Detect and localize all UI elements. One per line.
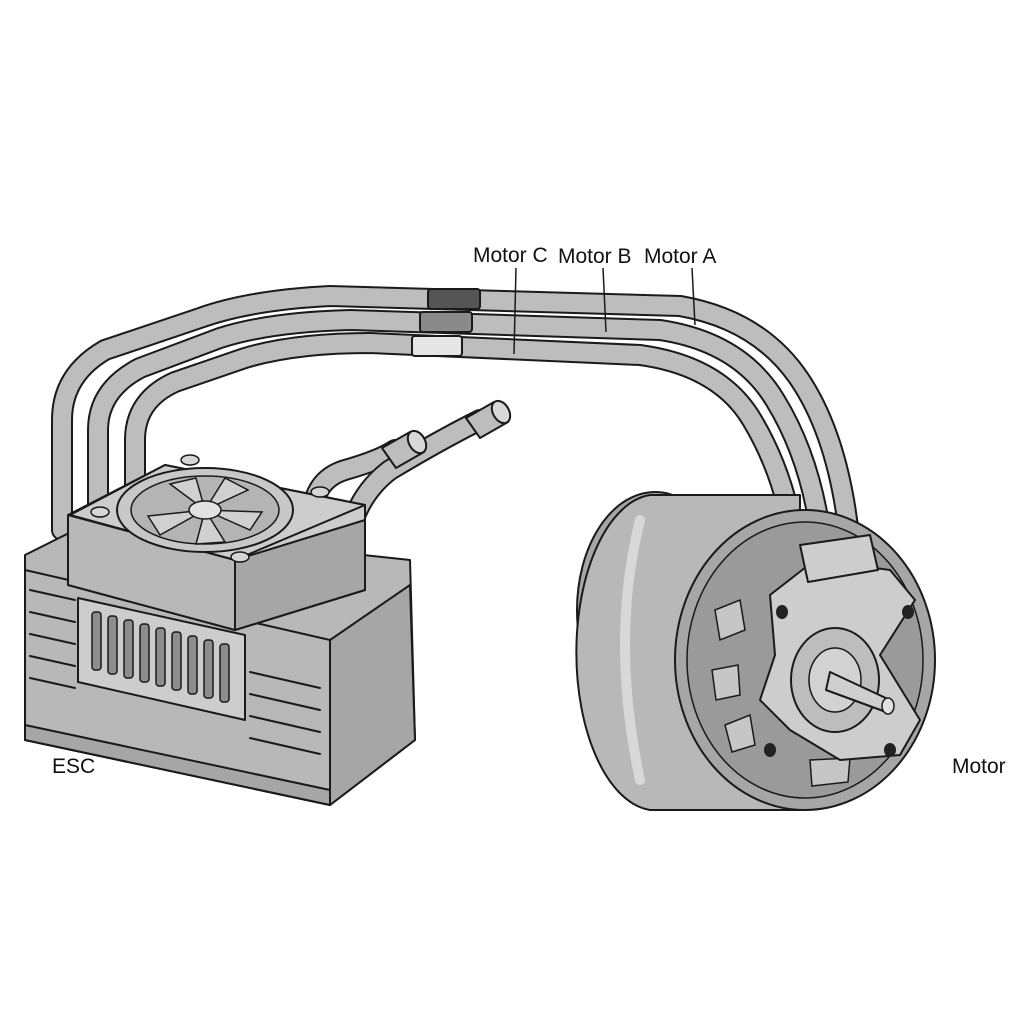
- esc-unit: [24, 454, 416, 806]
- leader-lines: [513, 267, 696, 355]
- leader-motor-a: [691, 267, 696, 326]
- label-motor: Motor: [952, 755, 1006, 778]
- motor-unit: [575, 491, 936, 811]
- sleeve-motor-c: [411, 335, 463, 357]
- leader-motor-c: [513, 267, 517, 355]
- label-motor-a: Motor A: [644, 245, 716, 268]
- esc-fan-screws: [90, 454, 330, 563]
- esc-heatsink-fins: [91, 611, 230, 703]
- motor-wire-boot: [799, 534, 879, 583]
- label-motor-c: Motor C: [473, 244, 548, 267]
- motor-phase-wires: [51, 284, 861, 556]
- esc-side-ribs: [29, 589, 321, 755]
- sleeve-motor-b: [419, 311, 473, 333]
- leader-motor-b: [602, 267, 607, 333]
- label-esc: ESC: [52, 755, 95, 778]
- power-connector-positive: [465, 399, 512, 439]
- motor-mount-holes: [764, 605, 914, 757]
- sleeve-motor-a: [427, 288, 481, 310]
- label-motor-b: Motor B: [558, 245, 632, 268]
- esc-fan-blades: [146, 477, 264, 545]
- esc-fan-hub: [188, 500, 222, 520]
- power-connector-negative: [381, 429, 428, 469]
